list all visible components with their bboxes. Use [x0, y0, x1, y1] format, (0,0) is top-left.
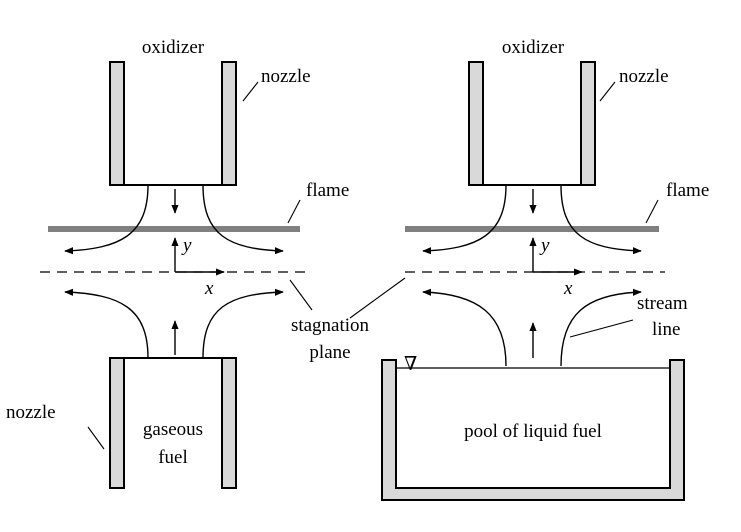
- right-streamline-label-line1: stream: [637, 293, 688, 314]
- left-fuel-streamline-right: [202, 288, 284, 359]
- right-flame-label: flame: [666, 180, 709, 201]
- left-panel: oxidizer nozzle flame y x: [6, 37, 349, 489]
- right-fuel-streamline-right: [560, 288, 642, 367]
- left-top-nozzle-leader: [242, 81, 259, 102]
- right-panel: oxidizer nozzle flame y x stream line: [381, 37, 709, 501]
- left-oxidizer-streamline-right: [202, 184, 284, 255]
- right-streamline-leader: [569, 319, 634, 338]
- right-flame-leader: [645, 199, 659, 224]
- left-oxidizer-streamline-left: [64, 184, 149, 255]
- left-fuel-label-line1: gaseous: [143, 419, 203, 440]
- stagnation-leader-left: [289, 279, 313, 311]
- left-oxidizer-label: oxidizer: [142, 37, 205, 58]
- pool-container-wall: [381, 359, 685, 501]
- left-flame-leader: [287, 199, 301, 224]
- liquid-level-symbol: ∇: [404, 354, 417, 375]
- stagnation-label-line1: stagnation: [291, 315, 370, 336]
- right-top-nozzle-wall-left: [468, 61, 484, 186]
- left-fuel-label-line2: fuel: [158, 447, 188, 468]
- right-x-label: x: [563, 278, 573, 299]
- right-top-nozzle-leader: [599, 81, 616, 102]
- left-y-label: y: [181, 235, 192, 256]
- right-streamline-label-line2: line: [652, 319, 681, 340]
- left-top-nozzle-wall-left: [109, 61, 125, 186]
- pool-label: pool of liquid fuel: [464, 421, 602, 442]
- right-oxidizer-streamline-left: [422, 184, 507, 255]
- left-top-nozzle-wall-right: [221, 61, 237, 186]
- left-fuel-streamline-left: [64, 288, 149, 359]
- right-oxidizer-streamline-right: [560, 184, 642, 255]
- right-top-nozzle-label: nozzle: [619, 66, 669, 87]
- liquid-pool-container: [381, 359, 685, 501]
- left-top-nozzle-label: nozzle: [261, 66, 311, 87]
- left-flame-label: flame: [306, 180, 349, 201]
- right-fuel-streamline-left: [422, 288, 507, 367]
- left-bottom-nozzle-label: nozzle: [6, 402, 56, 423]
- stagnation-leader-right: [349, 277, 406, 319]
- left-bottom-nozzle-leader: [87, 426, 105, 450]
- right-top-nozzle-wall-right: [580, 61, 596, 186]
- left-top-nozzle: [109, 61, 237, 186]
- right-top-nozzle: [468, 61, 596, 186]
- left-bottom-nozzle-wall-left: [109, 357, 125, 489]
- stagnation-label-line2: plane: [309, 342, 350, 363]
- left-bottom-nozzle: [109, 357, 237, 489]
- stagnation-plane-callout: stagnation plane: [289, 277, 406, 363]
- right-y-label: y: [539, 235, 550, 256]
- left-bottom-nozzle-wall-right: [221, 357, 237, 489]
- left-x-label: x: [204, 278, 214, 299]
- right-oxidizer-label: oxidizer: [502, 37, 565, 58]
